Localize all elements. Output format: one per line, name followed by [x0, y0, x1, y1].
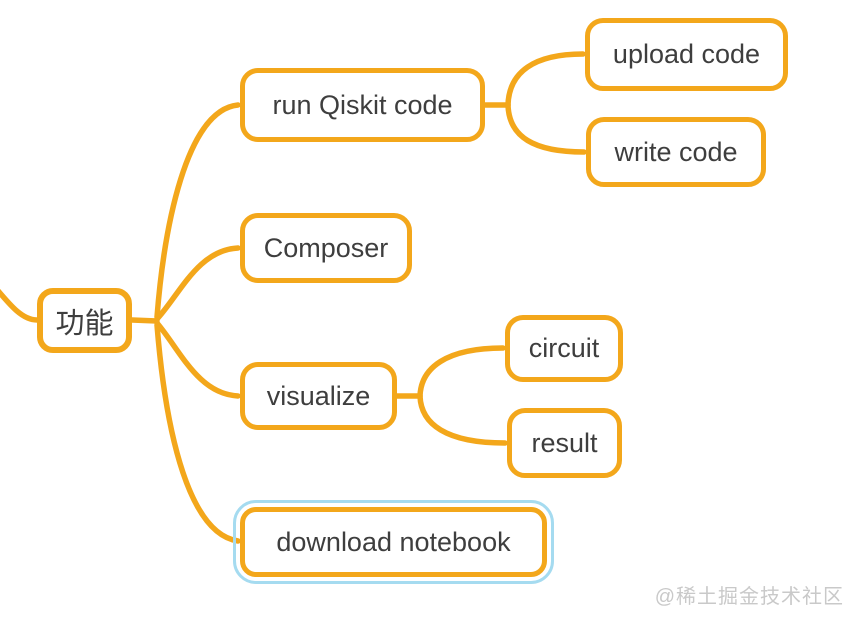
node-circuit[interactable]: circuit	[505, 315, 623, 382]
node-result[interactable]: result	[507, 408, 622, 478]
connector-parent-to-root	[0, 288, 40, 323]
node-visualize[interactable]: visualize	[240, 362, 397, 430]
node-upload-code-label: upload code	[612, 39, 761, 69]
node-download-notebook-label: download notebook	[276, 526, 511, 557]
connector-visualize-to-result	[417, 393, 508, 446]
node-upload-code[interactable]: upload code	[585, 18, 788, 91]
watermark: @稀土掘金技术社区	[654, 586, 844, 608]
node-root-label: 功能	[55, 307, 114, 340]
node-download-notebook[interactable]: download notebook	[233, 500, 554, 584]
node-run-qiskit-code[interactable]: run Qiskit code	[240, 68, 485, 142]
node-composer-label: Composer	[263, 232, 389, 263]
connector-run-to-upload	[505, 51, 586, 108]
node-write-code-label: write code	[614, 136, 738, 167]
connector-root-to-visualize	[154, 320, 241, 399]
node-visualize-label: visualize	[266, 380, 371, 411]
connector-visualize-to-circuit	[417, 345, 506, 399]
node-circuit-label: circuit	[528, 333, 600, 363]
node-write-code[interactable]: write code	[586, 117, 766, 187]
node-result-label: result	[531, 427, 598, 458]
connector-root-to-run	[154, 102, 241, 320]
node-composer[interactable]: Composer	[240, 213, 412, 283]
node-root[interactable]: 功能	[37, 288, 132, 353]
node-run-qiskit-code-label: run Qiskit code	[272, 89, 453, 120]
connector-root-to-download	[154, 322, 241, 544]
connector-run-to-write	[505, 102, 587, 155]
connector-root-to-composer	[154, 245, 241, 322]
connector-root-stub	[129, 317, 160, 324]
